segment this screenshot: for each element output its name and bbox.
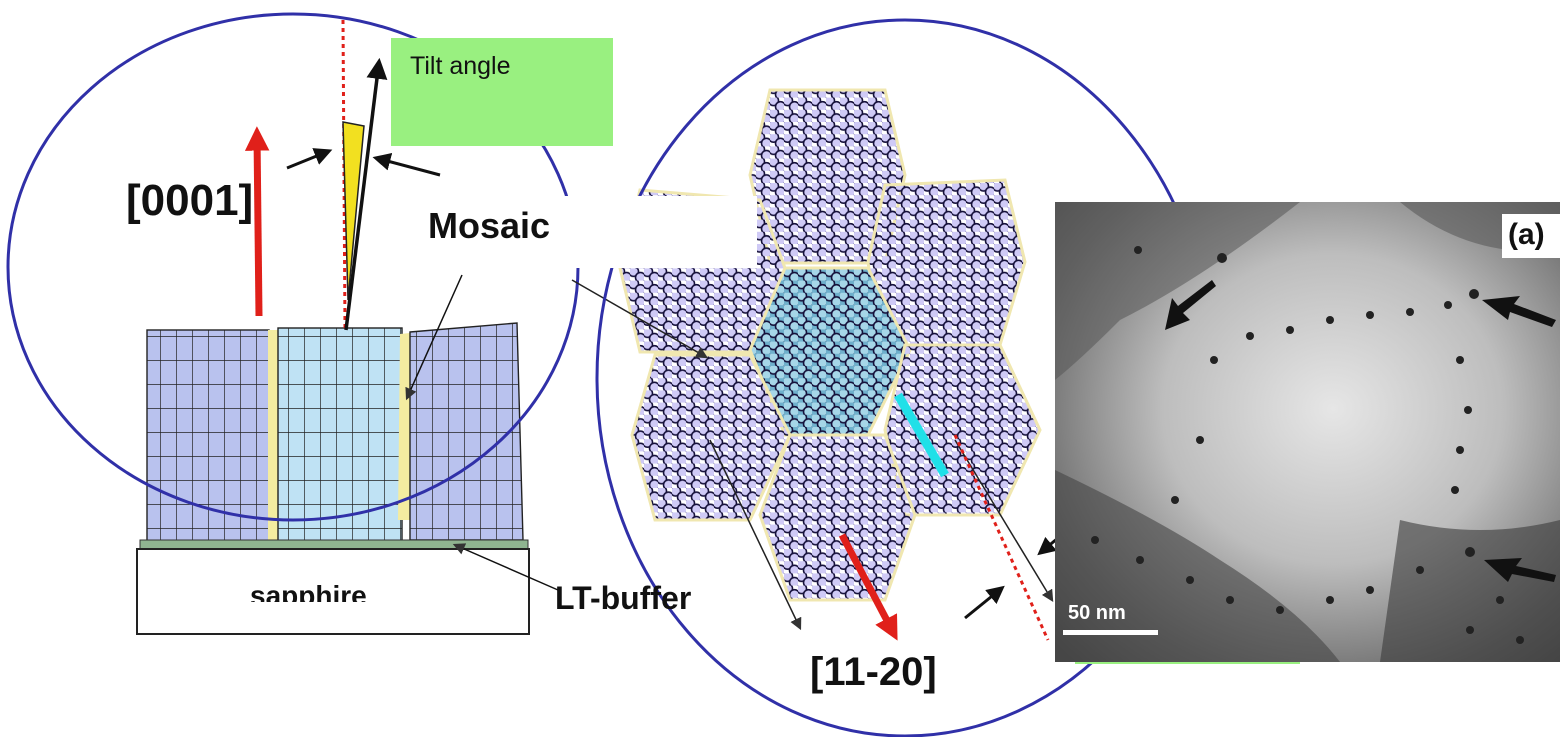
sapphire-label: sapphire — [250, 580, 367, 602]
direction-1120-arrow — [838, 533, 898, 641]
sapphire-substrate — [136, 548, 530, 635]
grain-boundary-1 — [268, 330, 278, 542]
pointer-arrow-right — [372, 152, 441, 177]
growth-direction-arrow — [244, 126, 270, 317]
mosaic-pointer-arrow — [405, 274, 463, 401]
thin-arrow-2 — [954, 439, 1054, 603]
tilt-angle-box — [391, 38, 613, 146]
panel-label: (a) — [1508, 218, 1545, 251]
panel-label-bg — [1502, 214, 1560, 258]
mosaic-label: Mosaic — [428, 205, 551, 246]
mosaic-label-box — [415, 196, 757, 268]
grain-1 — [146, 329, 270, 543]
tilted-c-axis-arrow — [344, 57, 388, 331]
lt-buffer-pointer-arrow — [452, 543, 559, 591]
scale-bar — [1063, 630, 1158, 635]
lt-buffer-label: LT-buffer — [555, 580, 692, 616]
mosaic-to-hex-arrow — [571, 279, 709, 359]
grain-3 — [409, 322, 524, 541]
lt-buffer-layer — [139, 539, 529, 550]
hex-grain-left — [630, 353, 792, 522]
tilt-angle-label: Tilt angle — [410, 52, 511, 80]
arrow-icon — [1165, 280, 1556, 582]
direction-0001-label: [0001] — [126, 176, 254, 225]
grain-boundary-2 — [398, 333, 410, 520]
hex-grain-right — [883, 343, 1042, 517]
tilt-wedge — [342, 121, 365, 301]
scale-bar-label: 50 nm — [1068, 602, 1126, 624]
twist-pointer-arrow-1 — [964, 585, 1005, 620]
twist-arrow — [894, 392, 949, 478]
dislocation-points — [1091, 246, 1524, 644]
hex-grain-bottom — [758, 433, 917, 602]
grain-2 — [277, 327, 403, 543]
direction-1120-label: [11-20] — [810, 650, 937, 694]
thin-arrow-1 — [709, 439, 802, 631]
left-grain-structure — [139, 322, 529, 550]
tem-micrograph — [1055, 202, 1560, 662]
pointer-arrow-left — [286, 148, 333, 170]
hexagonal-grains — [618, 88, 1042, 602]
twist-reference-dotted-line — [953, 434, 1050, 641]
